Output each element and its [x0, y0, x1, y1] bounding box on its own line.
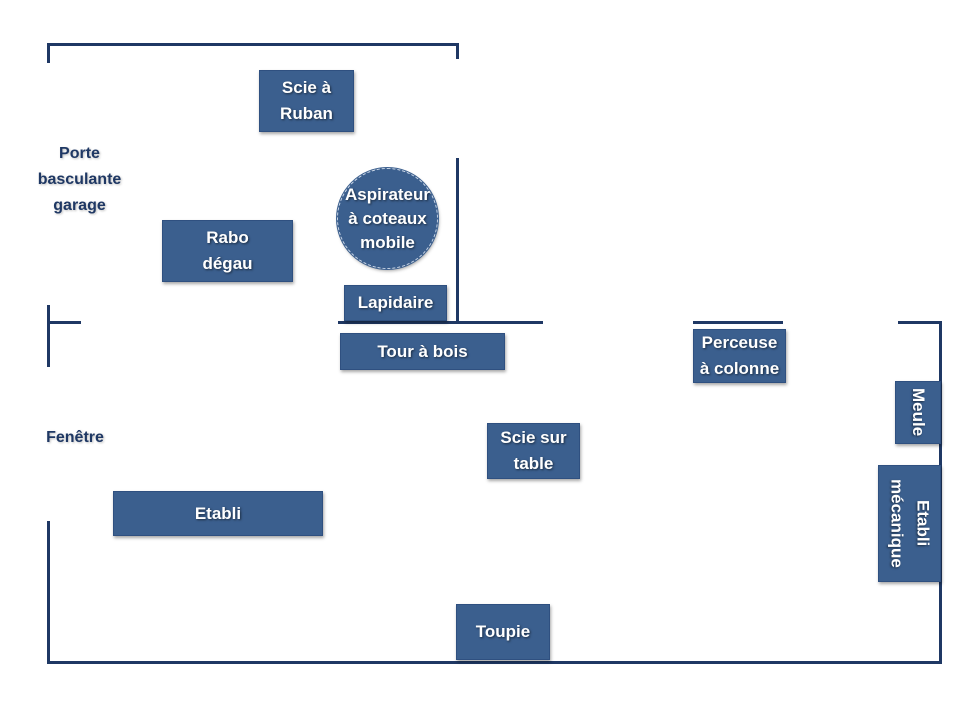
machine-wood-lathe-label: Tour à bois [377, 341, 468, 361]
machine-dust-collector-label: Aspirateur à coteaux mobile [344, 184, 431, 252]
machine-dust-collector[interactable]: Aspirateur à coteaux mobile [336, 167, 439, 270]
machine-bench-grinder-label: Meule [909, 388, 928, 437]
wall-bottom [47, 661, 942, 664]
machine-wood-lathe[interactable]: Tour à bois [340, 333, 505, 370]
wall-left-middle [47, 305, 50, 367]
wall-top-right-stub [456, 43, 459, 59]
machine-planer-label: Rabo dégau [202, 228, 253, 273]
machine-bench-grinder[interactable]: Meule [895, 381, 941, 444]
machine-metal-workbench[interactable]: Etabli mécanique [878, 465, 941, 582]
machine-planer[interactable]: Rabo dégau [162, 220, 293, 282]
wall-top-left-stub [47, 43, 50, 63]
machine-metal-workbench-label: Etabli mécanique [887, 479, 933, 568]
machine-workbench-label: Etabli [194, 503, 242, 523]
wall-top-left [47, 43, 459, 46]
machine-drill-press[interactable]: Perceuse à colonne [693, 329, 786, 383]
machine-bandsaw[interactable]: Scie à Ruban [259, 70, 354, 132]
machine-table-saw[interactable]: Scie sur table [487, 423, 580, 479]
garage-door-label: Porte basculante garage [37, 145, 122, 214]
machine-bandsaw-label: Scie à Ruban [280, 78, 333, 123]
wall-partition-horizontal [338, 321, 543, 324]
wall-far-right-segment [898, 321, 942, 324]
wall-left-middle-stub [47, 321, 81, 324]
window-label: Fenêtre [46, 429, 104, 446]
machine-table-saw-label: Scie sur table [500, 428, 567, 473]
wall-left-lower [47, 521, 50, 664]
machine-lapidary[interactable]: Lapidaire [344, 285, 447, 321]
machine-lapidary-label: Lapidaire [357, 293, 434, 312]
wall-partition-vertical [456, 158, 459, 324]
machine-spindle-moulder-label: Toupie [475, 622, 531, 641]
machine-spindle-moulder[interactable]: Toupie [456, 604, 550, 660]
machine-workbench[interactable]: Etabli [113, 491, 323, 536]
machine-drill-press-label: Perceuse à colonne [699, 333, 780, 378]
wall-right-segment [693, 321, 783, 324]
